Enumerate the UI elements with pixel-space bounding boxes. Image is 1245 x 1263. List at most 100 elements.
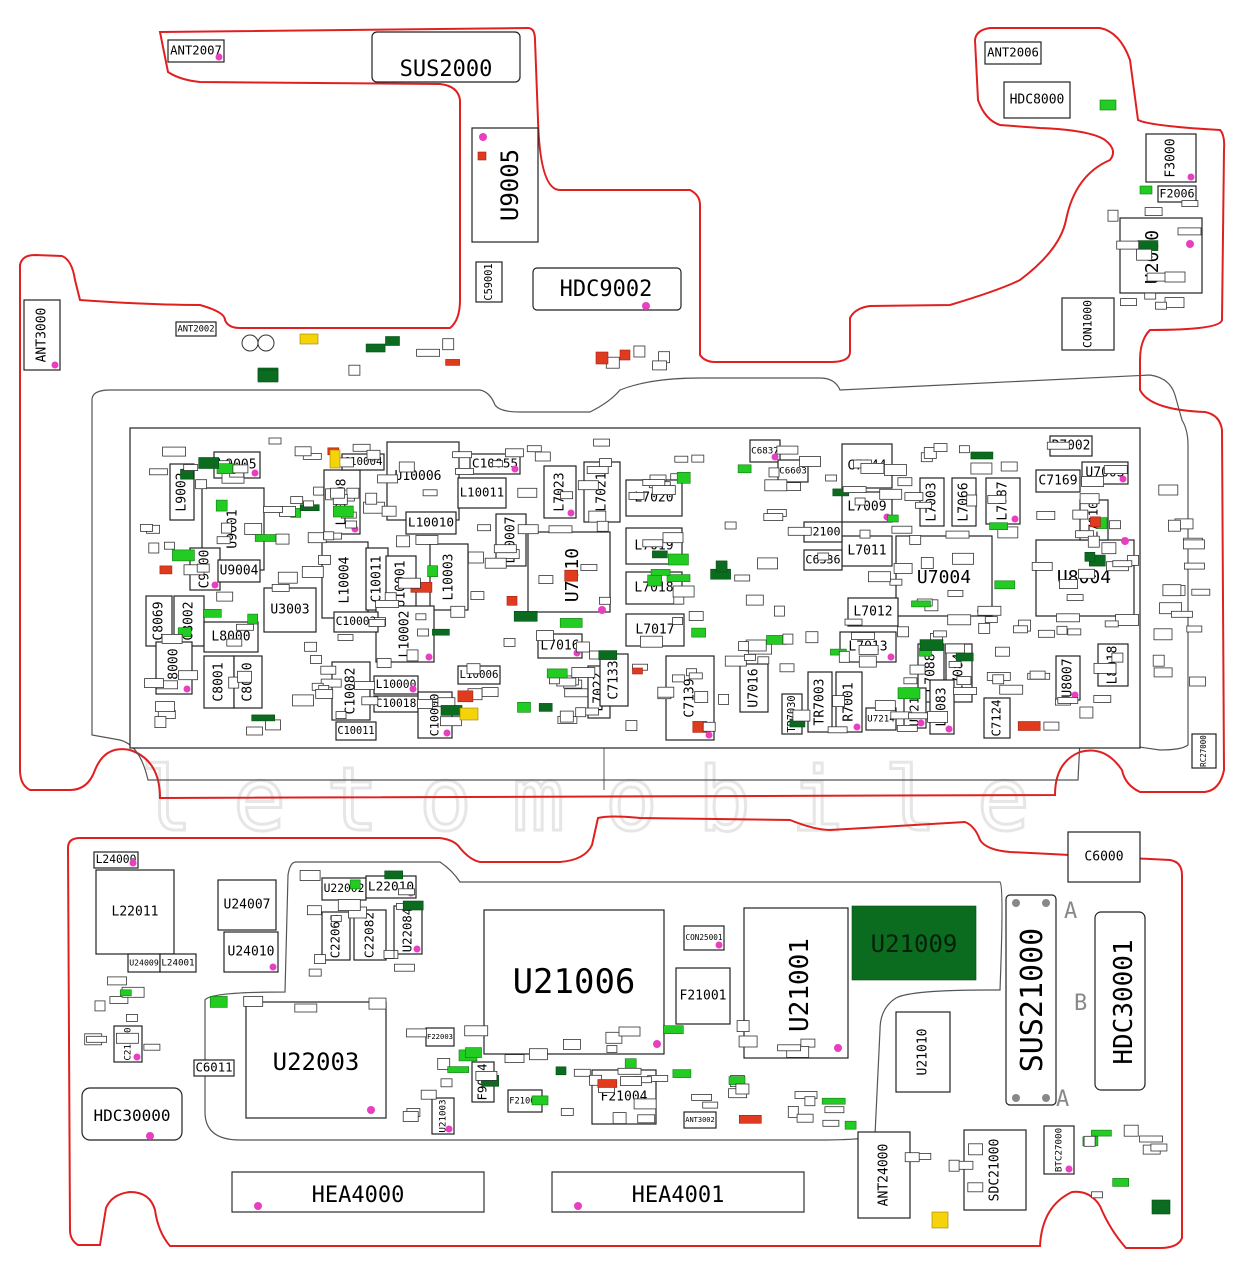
filler-component [651,485,676,496]
filler-component [1184,562,1205,570]
part-label: C10011 [370,556,385,603]
filler-component [745,639,767,652]
filler-component [149,468,168,476]
filler-component [534,451,551,462]
part-ant2007: ANT2007 [167,39,225,63]
filler-component [365,492,378,505]
filler-component [977,605,1002,616]
filler-component [1046,441,1070,450]
filler-component [978,623,991,634]
part-label: C6837 [751,446,779,457]
part-label: U9004 [220,564,259,579]
part-label: ANT3002 [685,1116,715,1124]
filler-component [216,591,234,602]
filler-component [1031,562,1053,571]
filler-component [398,888,415,896]
filler-component [1087,535,1100,548]
pin1-marker [445,1125,453,1133]
filler-component [548,525,573,534]
colored-pad [1099,99,1117,111]
filler-component [195,479,208,490]
filler-component [1191,588,1211,596]
part-label: L10004 [338,556,353,603]
test-point [257,334,275,352]
filler-component [859,529,871,539]
u22003-part: U22003 [245,1001,387,1119]
filler-component [465,1047,482,1058]
filler-component [1038,629,1055,638]
filler-component [825,474,837,482]
pin1-marker [853,723,861,731]
pin1-marker [51,361,59,369]
filler-component [162,446,187,457]
filler-component [481,687,499,697]
filler-component [927,711,948,723]
filler-component [992,674,1005,685]
filler-component [275,533,290,545]
filler-component [923,447,937,459]
filler-component [662,532,684,544]
filler-component [948,1159,960,1172]
part-c10018: C10018 [373,695,419,713]
filler-component [348,364,361,376]
filler-component [908,712,928,720]
filler-component [999,684,1024,695]
filler-component [1029,670,1046,680]
part-u22084: U22084 [393,905,423,955]
filler-component [918,1153,932,1160]
filler-component [666,574,691,582]
filler-component [586,466,609,475]
pin1-marker [715,941,723,949]
filler-component [432,628,450,636]
filler-component [265,719,281,731]
filler-component [628,491,645,500]
part-label: F2006 [1159,187,1194,201]
filler-component [817,552,830,561]
filler-component [989,522,1008,531]
filler-component [947,590,964,597]
filler-component [657,686,675,698]
filler-component [263,506,283,513]
pin1-marker [413,945,421,953]
part-label: ANT3000 [35,308,50,363]
filler-component [624,1058,637,1069]
filler-component [1144,207,1163,217]
filler-component [178,670,198,681]
pin1-marker [705,731,713,739]
hdc30000-part: HDC30000 [81,1087,183,1141]
pin1-marker [251,469,259,477]
filler-component [598,650,618,660]
filler-component [564,688,589,698]
part-label: BTC27000 [1054,1128,1065,1172]
filler-component [513,610,538,622]
svg-text:HDC9002: HDC9002 [560,277,653,302]
filler-component [959,445,970,454]
filler-component [306,905,322,916]
filler-component [718,694,729,705]
filler-component [691,454,705,463]
filler-component [94,1000,106,1012]
filler-component [868,571,891,583]
part-label: L10000 [376,678,417,691]
part-u8007: U8007 [1055,655,1081,701]
filler-component [1081,476,1104,487]
filler-component [536,630,554,641]
u21009-part: U21009 [851,905,977,981]
filler-component [402,900,424,911]
filler-component [335,711,347,719]
colored-pad [619,349,631,361]
filler-component [620,1076,642,1086]
filler-component [805,631,819,644]
filler-component [1168,519,1181,532]
filler-component [559,618,583,628]
filler-component [897,687,921,700]
filler-component [220,522,232,534]
filler-component [744,654,756,661]
filler-component [337,899,361,911]
part-c7124: C7124 [983,697,1011,739]
filler-component [904,1152,920,1163]
part-c7169: C7169 [1035,469,1081,493]
part-u21003: U21003 [431,1097,455,1135]
filler-component [984,616,998,623]
filler-component [313,486,325,496]
